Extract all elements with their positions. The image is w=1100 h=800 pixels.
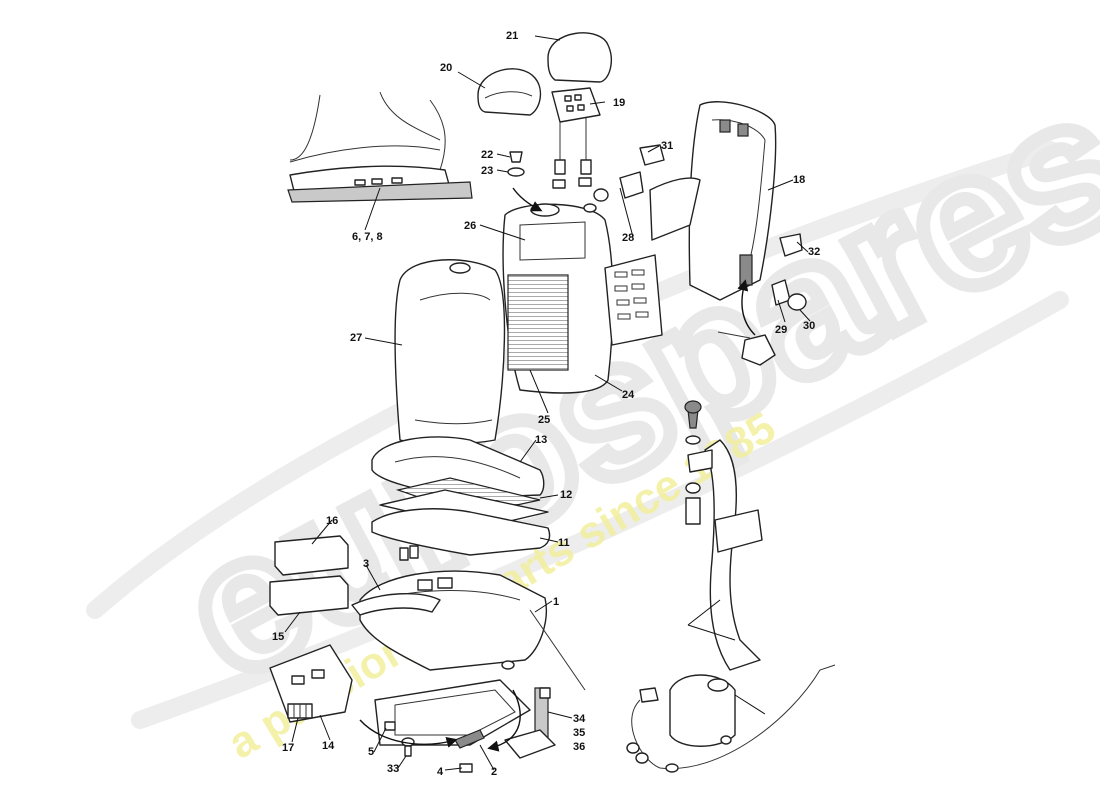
side-trim-14[interactable] (274, 535, 349, 576)
callout-14: 16 (326, 515, 338, 527)
side-trim-13[interactable] (269, 575, 349, 616)
callout-2: 2 (491, 766, 497, 778)
callout-6-7-8: 6, 7, 8 (352, 231, 383, 243)
clip-5[interactable] (384, 721, 396, 731)
seat-subframe-2[interactable] (374, 660, 531, 749)
seat-belt-35[interactable] (684, 400, 763, 671)
callout-33: 35 (573, 727, 585, 739)
callout-16: 18 (793, 174, 805, 186)
inset-seat-side-view (287, 91, 473, 203)
callout-10: 12 (560, 489, 572, 501)
headrest-19[interactable] (547, 32, 612, 83)
leader-lines (284, 35, 811, 771)
callout-15: 17 (282, 742, 294, 754)
belt-pretensioner-36[interactable] (626, 664, 836, 773)
seat-back-rear-22[interactable] (502, 203, 614, 394)
callout-34: 36 (573, 741, 585, 753)
bracket-3[interactable] (351, 592, 441, 616)
callout-22: 24 (622, 389, 635, 401)
callout-20: 22 (481, 149, 493, 161)
seat-base-cushion-9[interactable] (371, 508, 551, 556)
callout-19: 21 (506, 30, 518, 42)
bush-20-21[interactable] (507, 151, 525, 177)
callout-12: 14 (322, 740, 335, 752)
callout-13: 15 (272, 631, 284, 643)
callout-labels: 21 20 19 22 23 6, 7, 8 26 27 24 25 13 12… (272, 30, 820, 778)
callout-26: 28 (622, 232, 634, 244)
watermark: eurospares a passion for parts since 198… (86, 45, 1100, 769)
callout-28: 30 (803, 320, 815, 332)
switch-15[interactable] (287, 703, 313, 719)
callout-5: 5 (368, 746, 374, 758)
callout-25: 27 (350, 332, 362, 344)
callout-32: 34 (573, 713, 586, 725)
callout-9: 11 (558, 537, 570, 549)
bolt-31[interactable] (401, 737, 415, 757)
seat-cushion-11[interactable] (371, 436, 545, 499)
seat-back-front-25[interactable] (394, 259, 506, 445)
callout-27: 29 (775, 324, 787, 336)
callout-31: 33 (387, 763, 399, 775)
callout-24: 26 (464, 220, 476, 232)
watermark-logo-text: eurospares (151, 52, 1100, 720)
callout-23: 25 (538, 414, 550, 426)
callout-21: 23 (481, 165, 493, 177)
assembly-arrows (359, 187, 756, 752)
side-trim-12[interactable] (269, 644, 353, 723)
callout-11: 13 (535, 434, 547, 446)
callout-1: 1 (553, 596, 559, 608)
motor-32-34[interactable] (504, 687, 556, 759)
headrest-guide-17[interactable] (551, 87, 601, 189)
seat-back-frame-16[interactable] (639, 101, 807, 366)
headrest-18[interactable] (477, 68, 542, 116)
callout-17: 19 (613, 97, 625, 109)
frame-panel-26[interactable] (593, 171, 663, 346)
watermark-logo: eurospares (144, 45, 1100, 727)
callout-18: 20 (440, 62, 452, 74)
callout-30: 32 (808, 246, 820, 258)
callout-4: 4 (437, 766, 444, 778)
callout-29: 31 (661, 140, 673, 152)
callout-3: 3 (363, 558, 369, 570)
